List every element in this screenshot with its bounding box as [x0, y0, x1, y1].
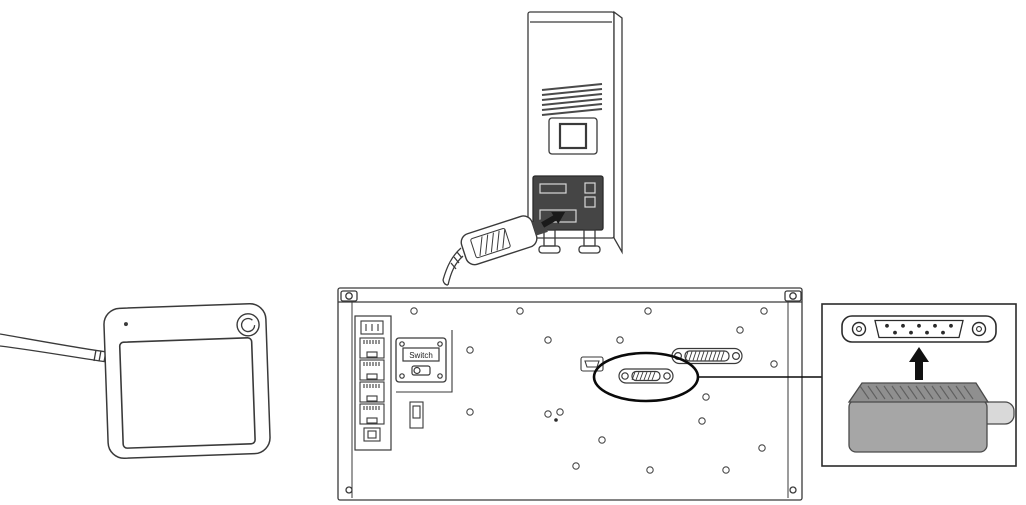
- switch-plate: [395, 337, 447, 383]
- inset-plug-top-hatch: [859, 385, 974, 400]
- inset-cable-plug: [847, 382, 1015, 453]
- inset-db9-screw-left: [851, 321, 867, 337]
- tower-vent-slats: [541, 83, 603, 116]
- plug-grip: [470, 228, 511, 259]
- handheld-pendant: [0, 303, 271, 459]
- panel-outline: [337, 287, 803, 501]
- aux-port-bottom: [363, 427, 381, 442]
- serial-label-plate: [409, 401, 424, 429]
- inset-db9-screw-right: [971, 321, 987, 337]
- switch-label: Switch: [409, 351, 433, 360]
- tower-side-face: [613, 10, 623, 255]
- ethernet-port-4: [359, 403, 385, 425]
- tower-device: [527, 10, 623, 255]
- insertion-arrow: [541, 211, 566, 228]
- switch-toggle: [411, 365, 431, 376]
- plug-cable: [442, 247, 464, 286]
- pendant-cable: [0, 333, 108, 363]
- inset-db9-shell: [874, 319, 964, 339]
- switch-label-box: [402, 347, 440, 362]
- pendant-body: [103, 303, 271, 459]
- ethernet-port-3: [359, 381, 385, 403]
- pendant-power-button: [236, 313, 260, 337]
- pendant-indicator-dot: [123, 322, 128, 327]
- inset-db9-pins: [885, 323, 953, 335]
- mounting-tab-left: [340, 290, 358, 494]
- tower-io-block: [532, 175, 604, 231]
- inset-plug-body: [848, 399, 988, 453]
- inset-db9-connector: [841, 315, 997, 343]
- ethernet-port-2: [359, 359, 385, 381]
- aux-port-top: [360, 320, 384, 335]
- mounting-tab-right: [784, 290, 802, 494]
- small-dark-dot: [554, 418, 558, 422]
- dc-plug: [442, 211, 566, 286]
- ethernet-port-1: [359, 337, 385, 359]
- db9-connector: [618, 368, 674, 384]
- pendant-screen: [118, 337, 256, 449]
- inset-plug-top-face: [847, 382, 990, 403]
- ethernet-port-column: [354, 315, 392, 451]
- inset-detail-box: [821, 303, 1017, 467]
- switch-module: Switch: [395, 330, 453, 393]
- rear-panel: Switch: [337, 287, 803, 501]
- tower-feet: [538, 229, 601, 254]
- switch-bracket: [396, 330, 453, 393]
- inset-insertion-arrow: [909, 347, 929, 380]
- power-inlet-recess: [548, 117, 598, 155]
- panel-screws: [410, 307, 778, 474]
